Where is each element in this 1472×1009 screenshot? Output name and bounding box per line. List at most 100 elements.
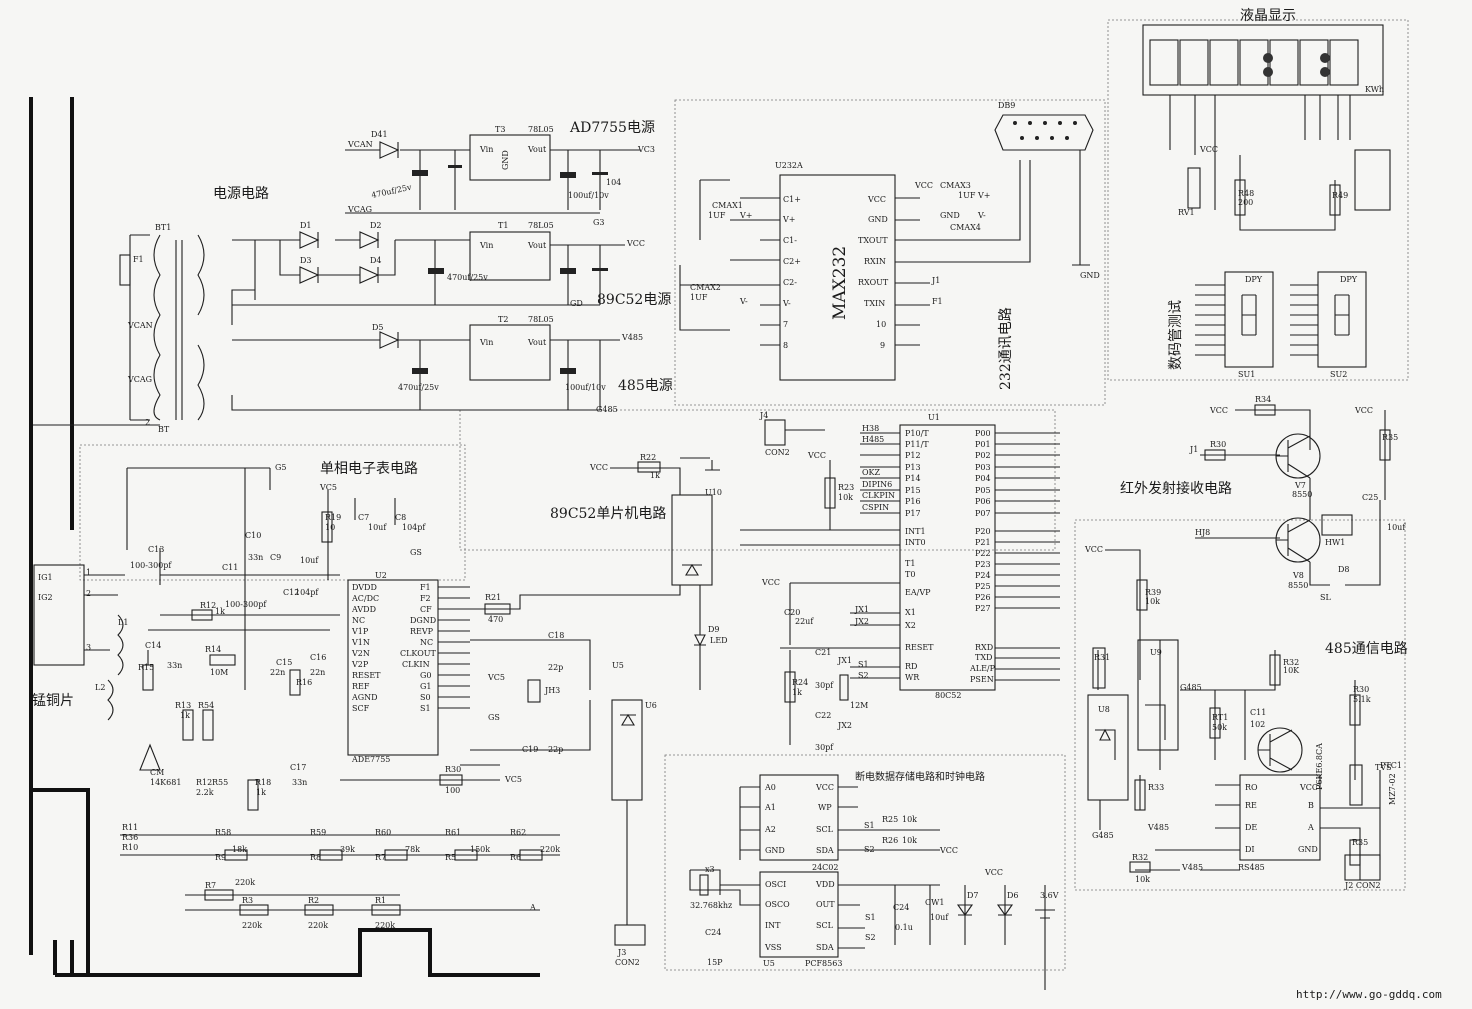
svg-text:10k: 10k <box>902 836 917 845</box>
svg-text:G0: G0 <box>420 671 431 680</box>
svg-text:39k: 39k <box>340 845 355 854</box>
svg-text:CLKPIN: CLKPIN <box>862 491 895 500</box>
svg-text:RESET: RESET <box>905 643 934 652</box>
svg-text:R2: R2 <box>308 896 319 905</box>
mcu-section: U1 P10/T P11/T P12 P13 P14 P15 P16 P17 I… <box>740 411 1060 752</box>
xtal32-label: 32.768khz <box>690 901 732 910</box>
seg-test-title: 数码管测试 <box>1168 300 1184 370</box>
svg-text:INT0: INT0 <box>905 538 926 547</box>
svg-text:7: 7 <box>783 320 788 329</box>
cap-c1-label: 470uf/25v <box>447 273 488 282</box>
svg-text:3: 3 <box>86 643 91 652</box>
svg-text:10k: 10k <box>902 815 917 824</box>
svg-text:33n: 33n <box>167 661 182 670</box>
rs232-title: 232通讯电路 <box>998 307 1014 390</box>
svg-text:Vout: Vout <box>527 338 547 347</box>
svg-text:RXIN: RXIN <box>864 257 886 266</box>
svg-text:C15: C15 <box>276 658 292 667</box>
svg-text:CF: CF <box>420 605 432 614</box>
svg-text:C11: C11 <box>1250 708 1266 717</box>
svg-text:Vout: Vout <box>527 145 547 154</box>
svg-text:DGND: DGND <box>410 616 436 625</box>
svg-text:JH3: JH3 <box>544 686 560 695</box>
svg-text:MZ7-02: MZ7-02 <box>1388 773 1397 805</box>
svg-text:18k: 18k <box>232 845 247 854</box>
svg-text:V7: V7 <box>1294 481 1306 490</box>
svg-text:T1: T1 <box>498 221 508 230</box>
svg-text:78L05: 78L05 <box>528 125 554 134</box>
svg-text:WR: WR <box>905 673 920 682</box>
svg-text:D9: D9 <box>708 625 720 634</box>
vcc-rtc: VCC <box>984 868 1003 877</box>
svg-text:R59: R59 <box>310 828 326 837</box>
svg-text:VC3: VC3 <box>637 145 655 154</box>
dpy-label-b: DPY <box>1340 275 1358 284</box>
svg-text:CLKIN: CLKIN <box>402 660 430 669</box>
svg-text:A: A <box>529 903 536 912</box>
svg-text:CLKOUT: CLKOUT <box>400 649 436 658</box>
svg-text:R30: R30 <box>1353 685 1369 694</box>
vcan-in-label: VCAN <box>347 140 373 149</box>
svg-text:R3: R3 <box>242 896 253 905</box>
svg-text:WP: WP <box>818 803 832 812</box>
vcc-ir-b: VCC <box>1354 406 1373 415</box>
svg-text:100uf/10v: 100uf/10v <box>568 191 609 200</box>
svg-text:SCL: SCL <box>816 825 834 834</box>
svg-text:22uf: 22uf <box>795 617 814 626</box>
svg-text:R7: R7 <box>375 853 386 862</box>
svg-text:OSCI: OSCI <box>765 880 786 889</box>
svg-text:BT1: BT1 <box>155 223 171 232</box>
svg-text:C16: C16 <box>310 653 326 662</box>
svg-text:10uf: 10uf <box>1387 523 1406 532</box>
svg-text:P15: P15 <box>905 486 921 495</box>
svg-text:P14: P14 <box>905 474 921 483</box>
svg-text:HJ8: HJ8 <box>1195 528 1210 537</box>
svg-text:220k: 220k <box>375 921 395 930</box>
svg-text:C1+: C1+ <box>783 195 801 204</box>
max232-chip-name: MAX232 <box>830 246 850 320</box>
svg-text:R9: R9 <box>215 853 226 862</box>
svg-text:RXOUT: RXOUT <box>858 278 889 287</box>
svg-text:SL: SL <box>1320 593 1331 602</box>
svg-text:OUT: OUT <box>816 900 835 909</box>
db9-label: DB9 <box>998 101 1015 110</box>
svg-text:200: 200 <box>1238 198 1253 207</box>
svg-text:INT1: INT1 <box>905 527 926 536</box>
svg-text:P6KE6.8CA: P6KE6.8CA <box>1315 743 1324 790</box>
svg-text:V-: V- <box>977 211 986 220</box>
svg-text:IG2: IG2 <box>38 593 53 602</box>
g485-label-a: G485 <box>596 405 618 414</box>
svg-text:78k: 78k <box>405 845 420 854</box>
svg-text:G1: G1 <box>420 682 431 691</box>
svg-text:HW1: HW1 <box>1325 538 1345 547</box>
svg-text:P27: P27 <box>975 604 991 613</box>
svg-text:CMAX1: CMAX1 <box>712 201 743 210</box>
svg-text:SCL: SCL <box>816 921 834 930</box>
svg-text:R31: R31 <box>1094 653 1110 662</box>
svg-text:C10: C10 <box>245 531 261 540</box>
svg-text:220k: 220k <box>308 921 328 930</box>
svg-text:JX2: JX2 <box>837 721 852 730</box>
svg-text:R60: R60 <box>375 828 391 837</box>
svg-text:C13: C13 <box>148 545 164 554</box>
svg-text:R13: R13 <box>175 701 191 710</box>
svg-text:OSCO: OSCO <box>765 900 790 909</box>
svg-text:R33: R33 <box>1148 783 1164 792</box>
svg-text:GND: GND <box>765 846 785 855</box>
svg-text:B: B <box>1308 801 1314 810</box>
svg-text:S2: S2 <box>865 933 876 942</box>
svg-text:150k: 150k <box>470 845 490 854</box>
svg-text:R36: R36 <box>122 833 138 842</box>
svg-text:2: 2 <box>86 589 91 598</box>
svg-text:1UF: 1UF <box>690 293 708 302</box>
svg-text:F2: F2 <box>420 594 431 603</box>
svg-text:ALE/P: ALE/P <box>969 664 996 673</box>
svg-text:R21: R21 <box>485 593 501 602</box>
svg-text:V1P: V1P <box>351 627 369 636</box>
svg-text:S0: S0 <box>420 693 431 702</box>
svg-text:P00: P00 <box>975 429 991 438</box>
vcc-label-a: VCC <box>626 239 645 248</box>
svg-text:GND: GND <box>940 211 960 220</box>
svg-text:P17: P17 <box>905 509 921 518</box>
svg-text:50k: 50k <box>1212 723 1227 732</box>
